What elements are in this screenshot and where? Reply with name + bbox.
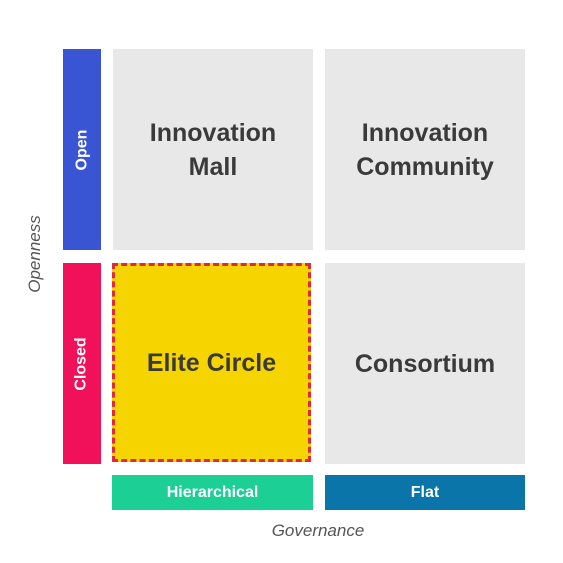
quadrant-consortium: Consortium — [325, 263, 525, 464]
quadrant-innovation-mall: Innovation Mall — [113, 49, 313, 250]
quadrant-innovation-community-label: Innovation Community — [356, 118, 494, 181]
y-level-open-label: Open — [73, 129, 91, 170]
quadrant-elite-circle: Elite Circle — [112, 263, 311, 462]
x-axis-title: Governance — [271, 521, 365, 540]
quadrant-innovation-mall-label: Innovation Mall — [149, 118, 277, 181]
y-axis-title: Openness — [25, 215, 44, 293]
quadrant-innovation-community: Innovation Community — [325, 49, 525, 250]
x-level-flat-label: Flat — [410, 483, 440, 501]
x-level-flat: Flat — [325, 475, 525, 510]
quadrant-elite-circle-label: Elite Circle — [146, 348, 277, 377]
y-level-closed: Closed — [63, 263, 101, 464]
quadrant-consortium-label: Consortium — [354, 349, 496, 378]
x-level-hierarchical: Hierarchical — [112, 475, 313, 510]
y-level-open: Open — [63, 49, 101, 250]
x-level-hierarchical-label: Hierarchical — [166, 483, 259, 501]
y-level-closed-label: Closed — [73, 336, 90, 391]
